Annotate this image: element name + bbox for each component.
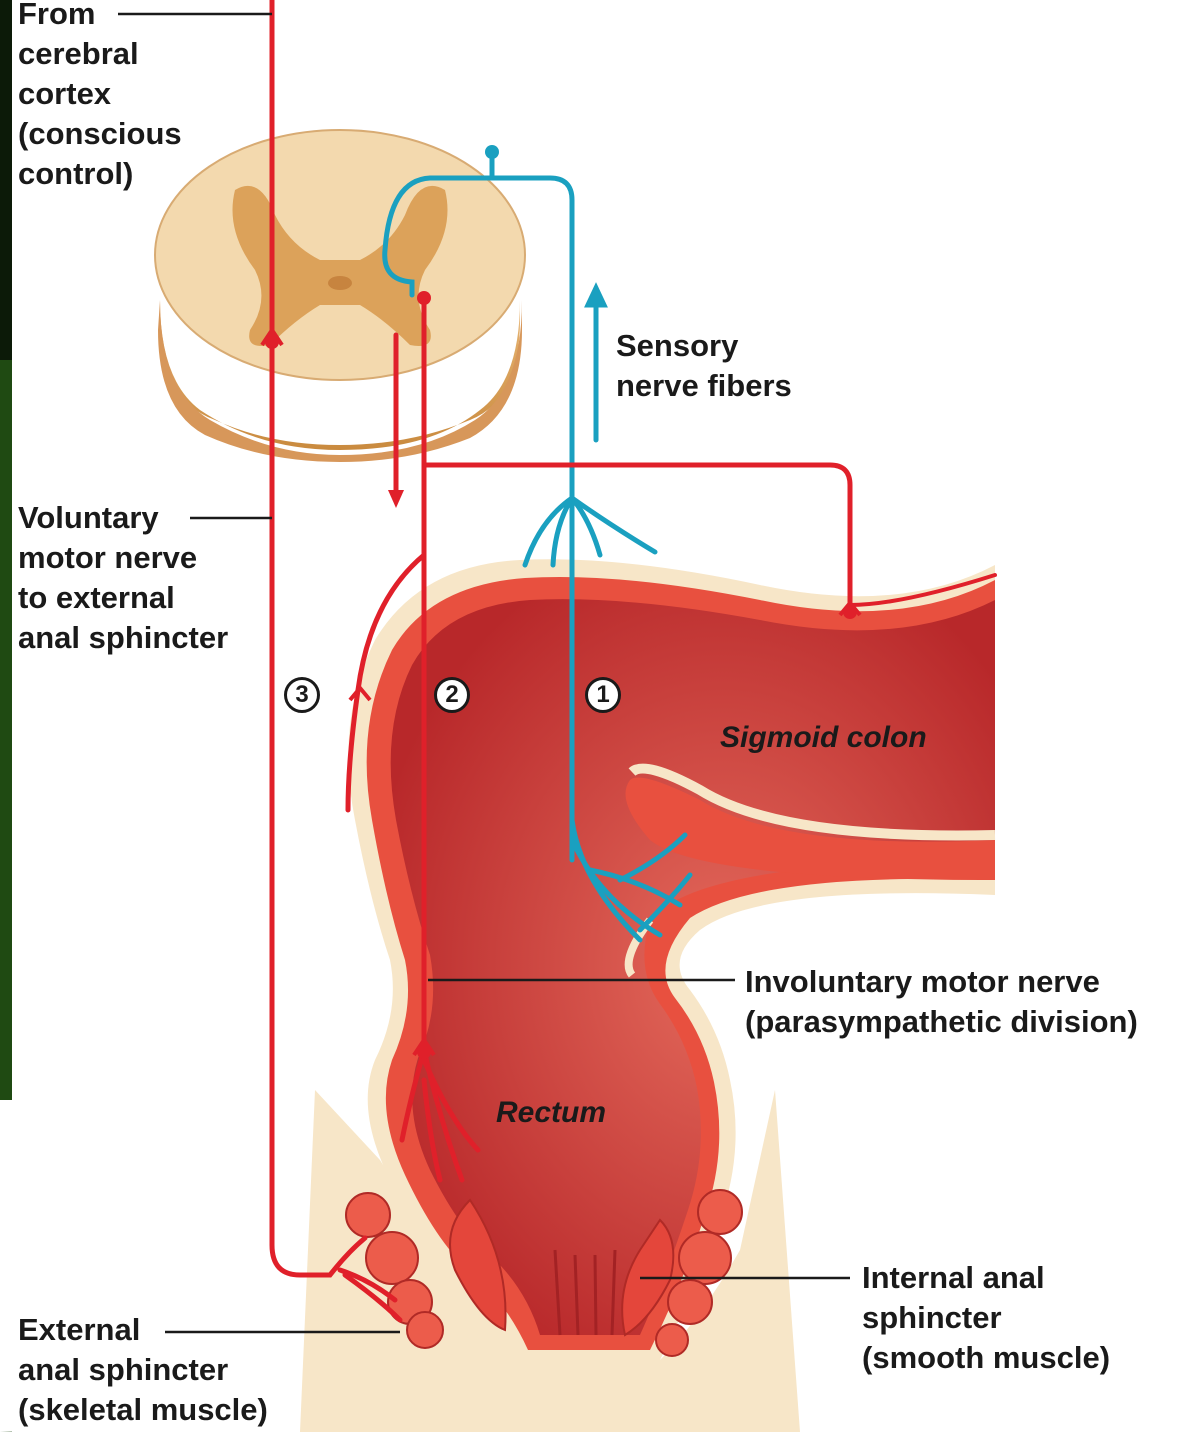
internal-sphincter-label: Internal anal sphincter (smooth muscle) <box>862 1258 1110 1378</box>
sensory-label: Sensory nerve fibers <box>616 326 792 406</box>
voluntary-label: Voluntary motor nerve to external anal s… <box>18 498 228 658</box>
external-sphincter-label: External anal sphincter (skeletal muscle… <box>18 1310 268 1430</box>
rectum-label: Rectum <box>496 1093 606 1133</box>
involuntary-label: Involuntary motor nerve (parasympathetic… <box>745 962 1138 1042</box>
step-1-marker: 1 <box>585 677 621 713</box>
step-2-marker: 2 <box>434 677 470 713</box>
from-cortex-label: From cerebral cortex (conscious control) <box>18 0 182 194</box>
sigmoid-colon-label: Sigmoid colon <box>720 718 927 758</box>
step-3-marker: 3 <box>284 677 320 713</box>
down-arrow-icon <box>388 490 404 508</box>
sensory-receptor-icon <box>485 145 499 159</box>
